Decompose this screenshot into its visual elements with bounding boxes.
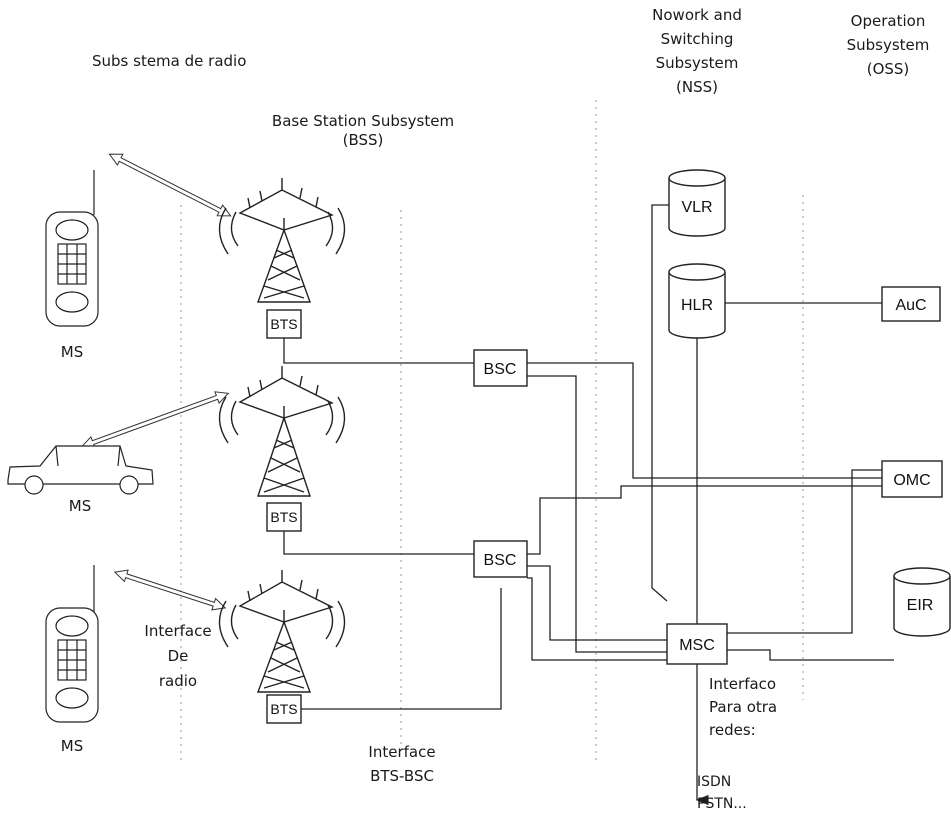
antenna-tower-icon: [219, 570, 344, 692]
vlr-label: VLR: [681, 199, 712, 216]
radio-link-arrows: [80, 149, 234, 614]
msc-eir-link: [727, 650, 894, 660]
bts-bsc-link: [284, 338, 474, 363]
bsc-msc-link: [527, 376, 667, 652]
oss-title-line2: Subsystem: [847, 36, 930, 54]
nss-title-line2: Switching: [661, 30, 734, 48]
bss-title-line2: (BSS): [343, 131, 384, 149]
bsc-omc-link: [527, 486, 882, 554]
antenna-tower-icon: [219, 366, 344, 496]
eir-label: EIR: [907, 597, 934, 614]
radio-link-arrow: [113, 566, 227, 613]
auc-label: AuC: [895, 297, 926, 314]
mobile-label: MS: [61, 343, 83, 361]
car-icon: [8, 446, 153, 494]
other-networks-interface-line3: redes:: [709, 721, 756, 739]
oss-title-line1: Operation: [851, 12, 926, 30]
mobile-label: MS: [61, 737, 83, 755]
omc-label: OMC: [893, 472, 930, 489]
radio-link-arrow: [107, 149, 234, 221]
nss-title-line4: (NSS): [676, 78, 718, 96]
bts-label: BTS: [270, 509, 297, 525]
bsc-msc-link: [527, 578, 667, 660]
bsc-msc-link: [527, 566, 667, 640]
bsc-label: BSC: [484, 552, 517, 569]
other-networks-interface-line1: Interfaco: [709, 675, 776, 693]
bts-label: BTS: [270, 701, 297, 717]
msc-label: MSC: [679, 637, 715, 654]
other-networks-interface-line2: Para otra: [709, 698, 777, 716]
mobile-label: MS: [69, 497, 91, 515]
bts-bsc-link: [284, 531, 474, 554]
msc-omc-link: [727, 470, 882, 633]
mobile-phone-icon: [46, 565, 98, 722]
radio-interface-label-line1: Interface: [144, 622, 211, 640]
antenna-tower-icon: [219, 178, 344, 302]
external-network-pstn: PSTN...: [697, 796, 747, 812]
external-network-isdn: ISDN: [697, 774, 731, 790]
radio-interface-label-line2: De: [168, 647, 189, 665]
nss-title-line3: Subsystem: [656, 54, 739, 72]
bts-bsc-interface-label-line1: Interface: [368, 743, 435, 761]
bsc-label: BSC: [484, 361, 517, 378]
bts-label: BTS: [270, 316, 297, 332]
oss-title-line3: (OSS): [867, 60, 910, 78]
radio-interface-label-line3: radio: [159, 672, 197, 690]
bsc-omc-link: [527, 363, 882, 478]
bts-bsc-interface-label-line2: BTS-BSC: [370, 767, 434, 785]
bss-title-line1: Base Station Subsystem: [272, 112, 454, 130]
vlr-msc-link: [652, 205, 669, 601]
mobile-phone-icon: [46, 170, 98, 326]
hlr-label: HLR: [681, 297, 713, 314]
radio-subsystem-title: Subs stema de radio: [92, 52, 246, 70]
radio-link-arrow: [80, 388, 231, 453]
nss-title-line1: Nowork and: [652, 6, 742, 24]
